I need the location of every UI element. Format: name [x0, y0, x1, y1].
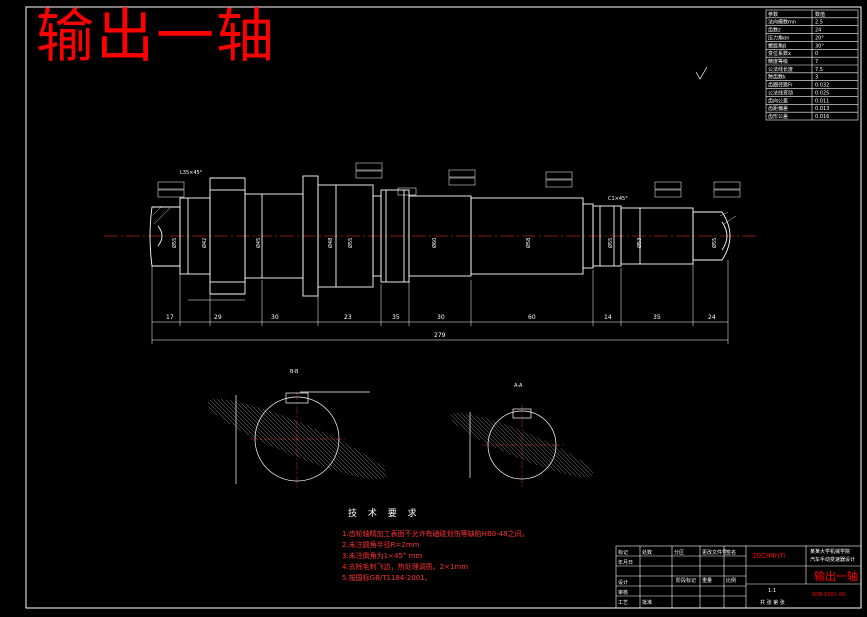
- dimension-lines: [151, 260, 729, 344]
- title-block-label: 审核: [618, 589, 628, 596]
- param-name: 参数: [768, 11, 778, 18]
- param-value: 7: [815, 59, 818, 65]
- diameter-label: Ø55: [607, 238, 614, 248]
- param-value: 30°: [815, 43, 824, 49]
- tech-requirement-item: 5.按国标GB/T1184-2001。: [342, 574, 432, 582]
- param-value: 0.013: [815, 106, 829, 112]
- param-value: 0.011: [815, 98, 829, 104]
- title-block-label: 设计: [618, 579, 628, 586]
- diameter-label: Ø48: [327, 238, 334, 248]
- title-block-label: 工艺: [618, 600, 628, 606]
- chamfer-left: L35×45°: [180, 170, 203, 176]
- title-block-label: 标记: [618, 549, 628, 556]
- title-block-label: 更改文件号: [702, 549, 727, 556]
- drawing-title-big: 输出一轴: [36, 2, 277, 70]
- param-value: 24: [815, 28, 821, 34]
- dim-60: 60: [528, 314, 536, 321]
- diameter-label: Ø53: [636, 238, 643, 248]
- diameter-label: Ø55: [711, 238, 718, 248]
- section-view-a: [450, 405, 594, 488]
- roughness-symbol: [695, 66, 708, 80]
- param-value: 数值: [815, 11, 825, 18]
- dim-30b: 30: [437, 314, 445, 321]
- dim-17: 17: [166, 314, 174, 321]
- param-name: 齿向公差: [768, 97, 788, 104]
- material-label: 20CrMnTi: [752, 552, 786, 560]
- param-name: 公法线长度: [768, 66, 793, 73]
- diameter-label: Ø55: [171, 238, 178, 248]
- dimension-text: 17 29 30 23 35 30 60 14 35 24 279: [166, 314, 716, 339]
- drawing-number: SDB-0001-00: [812, 592, 846, 598]
- param-value: 2.5: [815, 20, 823, 26]
- chamfer-labels: L35×45° C1×45°: [180, 170, 628, 202]
- dim-29: 29: [214, 314, 222, 321]
- tolerance-frames: [157, 162, 741, 198]
- tech-requirement-item: 4.去除毛刺飞边，热处理调质。2×1mm: [342, 563, 469, 571]
- param-name: 公法线变动: [768, 89, 793, 96]
- param-name: 齿形公差: [768, 113, 788, 120]
- border-frame: [25, 6, 862, 609]
- dim-overall: 279: [434, 332, 446, 339]
- chamfer-mid: C1×45°: [608, 196, 628, 202]
- section-view-b: [207, 391, 387, 490]
- title-block-labels: 标记 处数 分区 更改文件号签名年月日设计审核工艺 批准 阶段标记重量 比例共 张 第 张: [618, 549, 785, 606]
- school-label: 某某大学机械学院汽车手动变速器设计: [810, 549, 856, 563]
- title-block: [615, 545, 862, 609]
- section-labels: B-B A-A: [290, 369, 523, 389]
- title-block-label: 重量: [702, 577, 712, 584]
- param-value: 0.016: [815, 114, 829, 120]
- tech-requirement-item: 1.齿轮轴精加工表面不允许有磕碰划伤等缺陷HB0-48之间。: [342, 530, 529, 538]
- param-name: 精度等级: [768, 58, 788, 65]
- dim-23: 23: [344, 314, 352, 321]
- diameter-label: Ø60: [431, 238, 438, 248]
- tech-requirement-item: 3.未注倒角为1×45° mm: [342, 552, 423, 560]
- diameter-label: Ø55: [347, 238, 354, 248]
- title-block-label: 比例: [726, 577, 736, 584]
- section-label-b: B-B: [290, 369, 299, 375]
- param-value: 0: [815, 51, 818, 57]
- title-block-label: 阶段标记: [676, 577, 696, 584]
- param-value: 20°: [815, 35, 824, 41]
- section-label-a: A-A: [514, 383, 523, 389]
- shaft-outline: [149, 175, 731, 297]
- title-block-label: 分区: [674, 549, 684, 556]
- tech-requirements-list: 1.齿轮轴精加工表面不允许有磕碰划伤等缺陷HB0-48之间。 2.未注圆角半径R…: [342, 529, 529, 584]
- tech-requirements-title: 技 术 要 求: [348, 509, 421, 519]
- param-name: 变位系数x: [768, 50, 791, 57]
- param-value: 3: [815, 75, 818, 81]
- diameter-label: Ø45: [255, 238, 262, 248]
- dim-24: 24: [708, 314, 716, 321]
- dim-14: 14: [604, 314, 612, 321]
- param-value: 7.5: [815, 67, 823, 73]
- param-value: 0.032: [815, 83, 829, 89]
- title-block-label: 签名: [726, 549, 736, 556]
- scale-label: 1:1: [768, 588, 777, 594]
- dim-35a: 35: [392, 314, 400, 321]
- drawing-name: 输出一轴: [814, 570, 858, 583]
- param-name: 齿圈径跳Fr: [768, 82, 794, 89]
- end-hatch: [153, 205, 737, 225]
- dim-35b: 35: [653, 314, 661, 321]
- tech-requirement-item: 2.未注圆角半径R=2mm: [342, 541, 420, 549]
- dim-30a: 30: [271, 314, 279, 321]
- title-block-label: 共 张 第 张: [760, 599, 785, 606]
- diameter-label: Ø58: [525, 238, 532, 248]
- title-block-label: 批准: [642, 599, 652, 606]
- param-name: 法向模数mn: [768, 19, 796, 26]
- param-name: 齿数z: [768, 27, 781, 34]
- diameter-label: Ø42: [201, 238, 208, 248]
- param-name: 齿距偏差: [768, 105, 788, 112]
- title-block-label: 年月日: [618, 559, 633, 566]
- param-name: 螺旋角β: [768, 42, 786, 49]
- param-name: 压力角αn: [768, 34, 789, 41]
- diameter-labels: Ø55 Ø42 Ø45 Ø48 Ø55 Ø60 Ø58 Ø55 Ø53 Ø55: [171, 238, 718, 248]
- param-name: 跨齿数k: [768, 74, 786, 81]
- param-value: 0.025: [815, 90, 829, 96]
- title-block-label: 处数: [642, 549, 652, 556]
